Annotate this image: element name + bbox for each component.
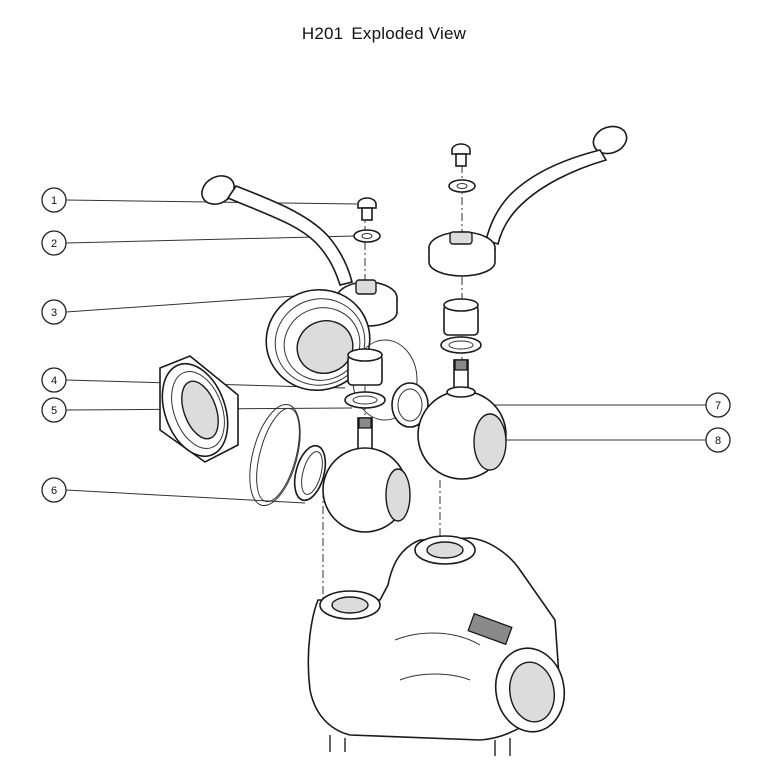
leader-lines	[65, 199, 706, 504]
right-screw-and-washer	[448, 143, 476, 193]
callout-4-label: 4	[51, 375, 57, 387]
right-stem	[440, 298, 482, 391]
left-screw-and-washer	[353, 197, 381, 243]
callout-7-label: 7	[715, 400, 721, 412]
callout-5: 5	[41, 397, 67, 423]
callout-6: 6	[41, 477, 67, 503]
callout-4: 4	[41, 367, 67, 393]
callout-1-label: 1	[51, 195, 57, 207]
callout-7: 7	[705, 392, 731, 418]
callout-6-label: 6	[51, 485, 57, 497]
callout-5-label: 5	[51, 405, 57, 417]
threaded-seat-ring	[265, 288, 371, 392]
title-model: H201	[301, 24, 344, 43]
right-ball	[417, 386, 507, 480]
callout-8: 8	[705, 427, 731, 453]
callout-3-label: 3	[51, 307, 57, 319]
callout-2: 2	[41, 230, 67, 256]
union-nut	[159, 355, 239, 463]
diagram-title: H201 Exploded View	[0, 24, 768, 44]
left-ball	[322, 417, 411, 533]
callout-3: 3	[41, 299, 67, 325]
o-rings	[249, 339, 429, 507]
title-label: Exploded View	[351, 24, 467, 43]
callout-8-label: 8	[715, 435, 721, 447]
right-lever-handle	[428, 125, 628, 277]
callout-1: 1	[41, 187, 67, 213]
callout-2-label: 2	[51, 238, 57, 250]
valve-body	[307, 535, 566, 756]
left-stem	[344, 348, 386, 409]
